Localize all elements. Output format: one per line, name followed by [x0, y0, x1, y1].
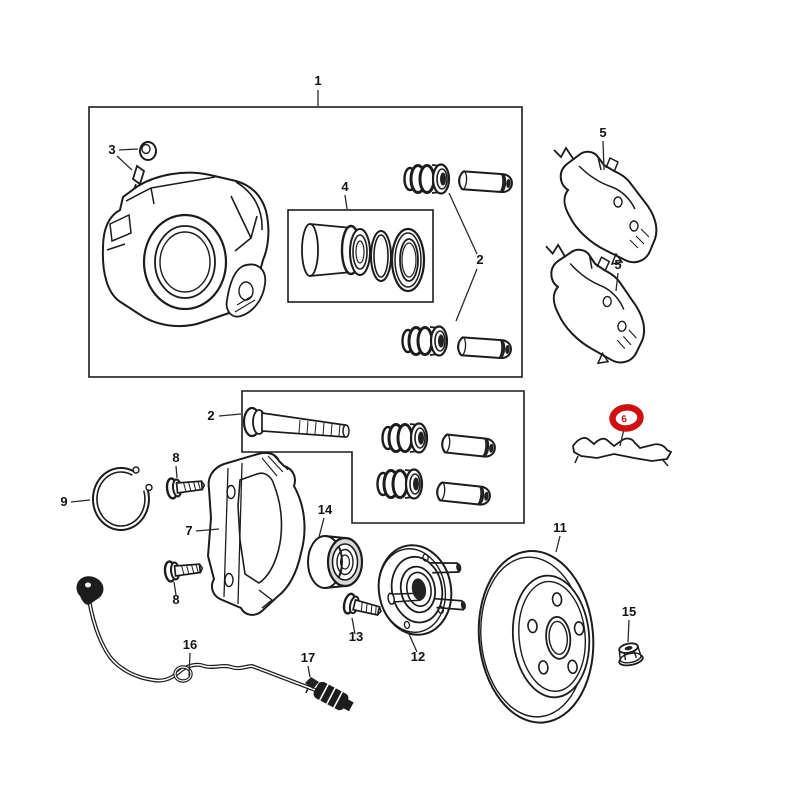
piston-boot-drawing: [390, 227, 426, 293]
callout-8-lower-leader: [173, 581, 177, 596]
rotor-drawing: [477, 549, 595, 724]
piston-seal-drawing: [370, 230, 392, 282]
caliper-bracket-drawing: [206, 451, 306, 616]
callout-15: 15: [622, 604, 636, 619]
bracket-bolt-upper-drawing: [164, 473, 207, 501]
callout-5-upper-leader: [602, 140, 605, 171]
hardware-kit-box: [241, 390, 525, 524]
callout-5-lower-leader: [615, 272, 619, 292]
callout-15-leader: [627, 619, 630, 643]
guide-pin-set-mid-a: [381, 422, 497, 459]
guide-pin-set-mid-b: [376, 468, 492, 507]
assembly-kit-box: [88, 106, 523, 378]
callout-16-leader: [188, 652, 191, 677]
snap-ring-drawing: [91, 466, 153, 531]
pad-retainer-clip-drawing: [572, 437, 673, 467]
callout-4: 4: [341, 179, 349, 194]
callout-8-lower: 8: [172, 592, 179, 607]
callout-2-upper: 2: [476, 252, 483, 267]
callout-11-leader: [555, 535, 561, 553]
wire-connector: [313, 681, 354, 712]
abs-sensor-head: [76, 576, 104, 605]
callout-8-upper: 8: [172, 450, 179, 465]
brake-pad-upper-drawing: [553, 147, 658, 265]
bracket-bolt-lower-drawing: [162, 556, 205, 584]
callout-6[interactable]: 6: [621, 414, 628, 426]
callout-9-leader: [70, 499, 91, 503]
callout-2-upper-leaders: [448, 192, 478, 322]
callout-12-leader: [408, 633, 418, 653]
callout-16: 16: [183, 637, 197, 652]
axle-nut-drawing: [618, 642, 644, 667]
callout-12: 12: [411, 649, 425, 664]
callout-14-leader: [318, 517, 325, 538]
callout-7-leader: [195, 528, 220, 532]
callout-13: 13: [349, 629, 363, 644]
guide-pin-set-upper-b: [401, 325, 513, 360]
piston-kit-box: [287, 209, 434, 303]
guide-pin-bolt-drawing: [242, 406, 350, 438]
caliper-drawing: [101, 171, 270, 328]
callout-2-lower-leader: [218, 413, 242, 417]
callout-2-lower: 2: [207, 408, 214, 423]
wire-clip-drawing: [305, 677, 319, 694]
callout-3: 3: [108, 142, 115, 157]
callout-9: 9: [60, 494, 67, 509]
bearing-drawing: [307, 535, 364, 589]
callout-4-leader: [344, 194, 348, 210]
callout-7: 7: [185, 523, 192, 538]
callout-3-leaders: [116, 148, 139, 171]
callout-14: 14: [318, 502, 333, 517]
part-6-highlight-marker[interactable]: 6: [609, 404, 644, 432]
callout-8-upper-leader: [175, 465, 178, 479]
callout-6-leader: [619, 428, 625, 447]
hub-drawing: [377, 544, 466, 636]
callout-1: 1: [314, 73, 321, 88]
callout-17-leader: [307, 665, 311, 678]
callout-11: 11: [553, 520, 567, 535]
bleeder-screw-drawing: [131, 141, 157, 190]
callout-17: 17: [301, 650, 315, 665]
hub-bolt-drawing: [340, 591, 385, 623]
abs-sensor-wire-drawing: [76, 576, 354, 712]
callout-5-upper: 5: [599, 125, 606, 140]
piston-drawing: [301, 223, 371, 277]
callout-13-leader: [351, 617, 356, 635]
callout-5-lower: 5: [614, 257, 621, 272]
guide-pin-set-upper-a: [403, 163, 514, 195]
